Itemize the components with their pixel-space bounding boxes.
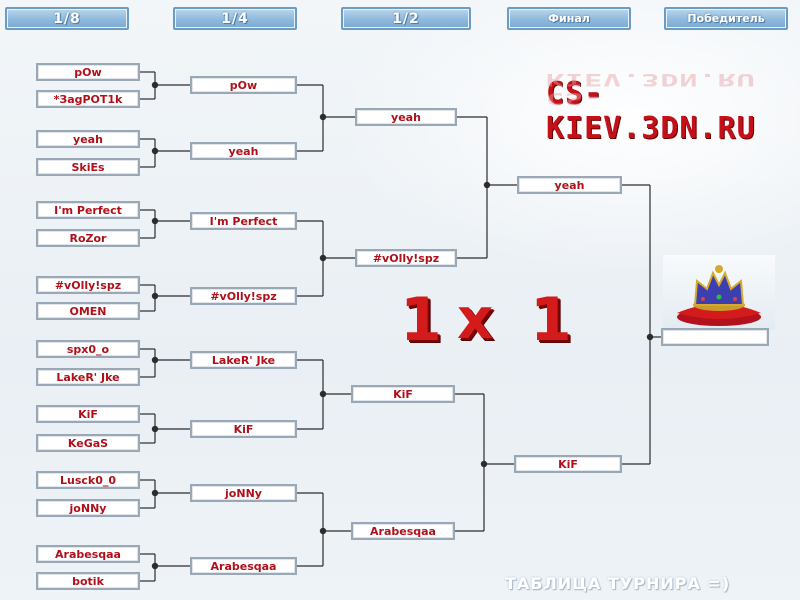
r1-slot-7: #vOlly!spz [36, 276, 140, 294]
r1-slot-8: OMEN [36, 302, 140, 320]
r1-slot-1: pOw [36, 63, 140, 81]
r1-slot-16: botik [36, 572, 140, 590]
r2-slot-2: yeah [190, 142, 297, 160]
r3-slot-3: KiF [351, 385, 455, 403]
footer-caption: ТАБЛИЦА ТУРНИРА =) [505, 574, 731, 593]
r1-slot-6: RoZor [36, 229, 140, 247]
winner-slot [661, 328, 769, 346]
score-right: 1 [530, 285, 572, 355]
final-slot-1: yeah [517, 176, 622, 194]
round-header-1-4: 1/4 [173, 7, 297, 30]
site-logo-reflection: CS-KIEV.3DN.RU [546, 69, 756, 109]
r3-slot-4: Arabesqaa [351, 522, 455, 540]
r2-slot-5: LakeR' Jke [190, 351, 297, 369]
r2-slot-3: I'm Perfect [190, 212, 297, 230]
r1-slot-13: Lusck0_0 [36, 471, 140, 489]
r1-slot-5: I'm Perfect [36, 201, 140, 219]
r2-slot-8: Arabesqaa [190, 557, 297, 575]
round-header-final: Финал [507, 7, 631, 30]
round-header-winner: Победитель [664, 7, 788, 30]
site-logo: CS-KIEV.3DN.RU [546, 76, 756, 146]
r1-slot-2: *ЗagPOT1k [36, 90, 140, 108]
r1-slot-12: KeGaS [36, 434, 140, 452]
r1-slot-14: joNNy [36, 499, 140, 517]
r1-slot-4: SkiEs [36, 158, 140, 176]
r2-slot-1: pOw [190, 76, 297, 94]
r1-slot-11: KiF [36, 405, 140, 423]
final-slot-2: KiF [514, 455, 622, 473]
r3-slot-1: yeah [355, 108, 457, 126]
r2-slot-6: KiF [190, 420, 297, 438]
r3-slot-2: #vOlly!spz [355, 249, 457, 267]
r1-slot-3: yeah [36, 130, 140, 148]
r1-slot-9: spx0_o [36, 340, 140, 358]
crown-icon [663, 255, 775, 330]
r2-slot-4: #vOlly!spz [190, 287, 297, 305]
round-header-1-2: 1/2 [341, 7, 471, 30]
r1-slot-15: Arabesqaa [36, 545, 140, 563]
r1-slot-10: LakeR' Jke [36, 368, 140, 386]
score-left: 1 [400, 285, 442, 355]
r2-slot-7: joNNy [190, 484, 297, 502]
round-header-1-8: 1/8 [5, 7, 129, 30]
score-separator: x [457, 287, 494, 352]
